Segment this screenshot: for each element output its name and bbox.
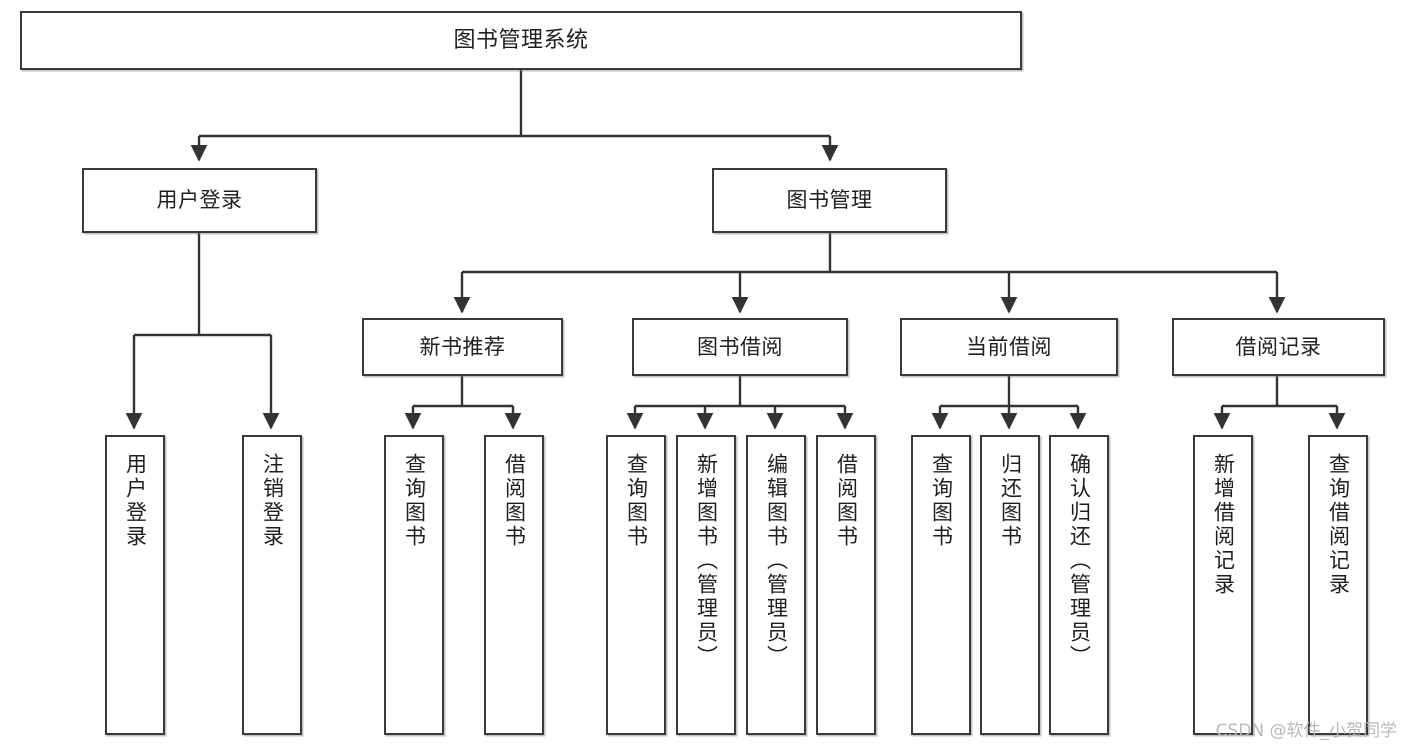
node-leaf-return-book-label: 归还图书 (998, 453, 1023, 549)
node-leaf-query-book-3[interactable]: 查询图书 (911, 435, 971, 735)
node-leaf-borrow-book-1[interactable]: 借阅图书 (484, 435, 544, 735)
node-leaf-edit-book-label: 编辑图书（管理员） (764, 453, 789, 669)
node-leaf-borrow-book-1-label: 借阅图书 (502, 453, 527, 549)
node-leaf-query-record[interactable]: 查询借阅记录 (1308, 435, 1368, 735)
node-leaf-query-book-2-label: 查询图书 (624, 453, 649, 549)
node-book-borrow-label: 图书借阅 (697, 334, 783, 359)
node-book-manage-label: 图书管理 (786, 188, 873, 213)
node-new-book-rec-label: 新书推荐 (419, 334, 506, 359)
node-current-borrow-label: 当前借阅 (966, 334, 1052, 359)
node-leaf-query-book-3-label: 查询图书 (929, 453, 954, 549)
node-leaf-add-book-label: 新增图书（管理员） (694, 453, 719, 669)
node-new-book-rec[interactable]: 新书推荐 (362, 318, 563, 376)
node-leaf-borrow-book-2-label: 借阅图书 (834, 453, 859, 549)
node-borrow-record[interactable]: 借阅记录 (1172, 318, 1385, 376)
node-book-manage[interactable]: 图书管理 (712, 168, 947, 233)
node-root[interactable]: 图书管理系统 (20, 11, 1022, 70)
node-leaf-add-record-label: 新增借阅记录 (1211, 453, 1236, 597)
node-leaf-query-book-1-label: 查询图书 (402, 453, 427, 549)
node-leaf-return-book[interactable]: 归还图书 (980, 435, 1040, 735)
node-leaf-edit-book[interactable]: 编辑图书（管理员） (746, 435, 806, 735)
node-book-borrow[interactable]: 图书借阅 (632, 318, 848, 376)
node-leaf-logout-label: 注销登录 (260, 453, 285, 549)
node-leaf-user-login[interactable]: 用户登录 (105, 435, 165, 735)
node-leaf-logout[interactable]: 注销登录 (242, 435, 302, 735)
node-current-borrow[interactable]: 当前借阅 (900, 318, 1118, 376)
node-borrow-record-label: 借阅记录 (1235, 334, 1322, 359)
node-leaf-confirm-return-label: 确认归还（管理员） (1067, 453, 1092, 669)
node-user-login-label: 用户登录 (156, 188, 243, 213)
node-leaf-query-book-2[interactable]: 查询图书 (606, 435, 666, 735)
node-leaf-query-book-1[interactable]: 查询图书 (384, 435, 444, 735)
node-root-label: 图书管理系统 (453, 27, 589, 53)
node-leaf-add-record[interactable]: 新增借阅记录 (1193, 435, 1253, 735)
node-leaf-add-book[interactable]: 新增图书（管理员） (676, 435, 736, 735)
node-user-login[interactable]: 用户登录 (82, 168, 317, 233)
node-leaf-confirm-return[interactable]: 确认归还（管理员） (1049, 435, 1109, 735)
node-leaf-query-record-label: 查询借阅记录 (1326, 453, 1351, 597)
node-leaf-borrow-book-2[interactable]: 借阅图书 (816, 435, 876, 735)
node-leaf-user-login-label: 用户登录 (123, 453, 148, 549)
